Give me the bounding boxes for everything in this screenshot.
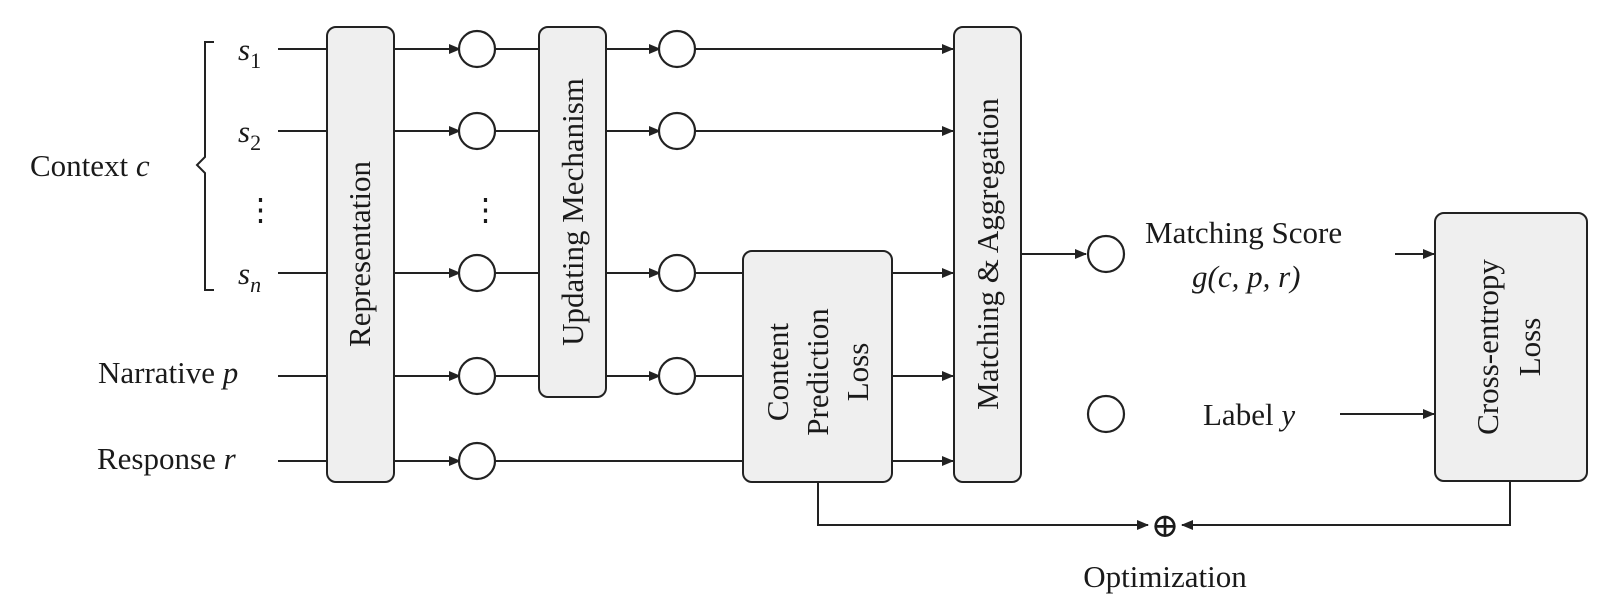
sn-label: sn bbox=[238, 256, 261, 297]
arrow-ce-opt bbox=[1181, 481, 1511, 530]
matching-aggregation-label: Matching & Aggregation bbox=[970, 98, 1005, 410]
cross-entropy-loss-block bbox=[1434, 212, 1588, 482]
node-s2-upd bbox=[657, 111, 697, 151]
updating-mechanism-block bbox=[538, 26, 607, 398]
matching-score-label: Matching Score bbox=[1145, 215, 1342, 250]
representation-label: Representation bbox=[342, 161, 377, 347]
node-p-upd bbox=[657, 356, 697, 396]
s2-label: s2 bbox=[238, 114, 261, 155]
narrative-label: Narrative p bbox=[98, 355, 238, 390]
node-label bbox=[1086, 394, 1126, 434]
cross-entropy-line2: Loss bbox=[1512, 318, 1547, 377]
node-r-rep bbox=[457, 441, 497, 481]
node-score bbox=[1086, 234, 1126, 274]
node-sn-rep bbox=[457, 253, 497, 293]
content-prediction-loss-line1: Content bbox=[760, 323, 795, 422]
node-sn-upd bbox=[657, 253, 697, 293]
arrow-cpl-opt bbox=[817, 482, 1149, 530]
context-brace bbox=[195, 41, 214, 291]
node-p-rep bbox=[457, 356, 497, 396]
cross-entropy-line1: Cross-entropy bbox=[1470, 259, 1505, 435]
context-label: Context c bbox=[30, 148, 150, 183]
vdots-s: ⋮ bbox=[245, 192, 276, 227]
representation-block bbox=[326, 26, 395, 483]
matching-score-formula: g(c, p, r) bbox=[1192, 259, 1300, 294]
content-prediction-loss-line3: Loss bbox=[840, 343, 875, 402]
vdots-rep: ⋮ bbox=[470, 192, 501, 227]
updating-mechanism-label: Updating Mechanism bbox=[555, 78, 590, 346]
content-prediction-loss-line2: Prediction bbox=[800, 308, 835, 436]
oplus-icon: ⊕ bbox=[1151, 508, 1180, 545]
label-y: Label y bbox=[1203, 397, 1295, 432]
response-label: Response r bbox=[97, 441, 237, 476]
s1-label: s1 bbox=[238, 32, 261, 73]
optimization-label: Optimization bbox=[1083, 559, 1247, 594]
node-s2-rep bbox=[457, 111, 497, 151]
node-s1-rep bbox=[457, 29, 497, 69]
node-s1-upd bbox=[657, 29, 697, 69]
